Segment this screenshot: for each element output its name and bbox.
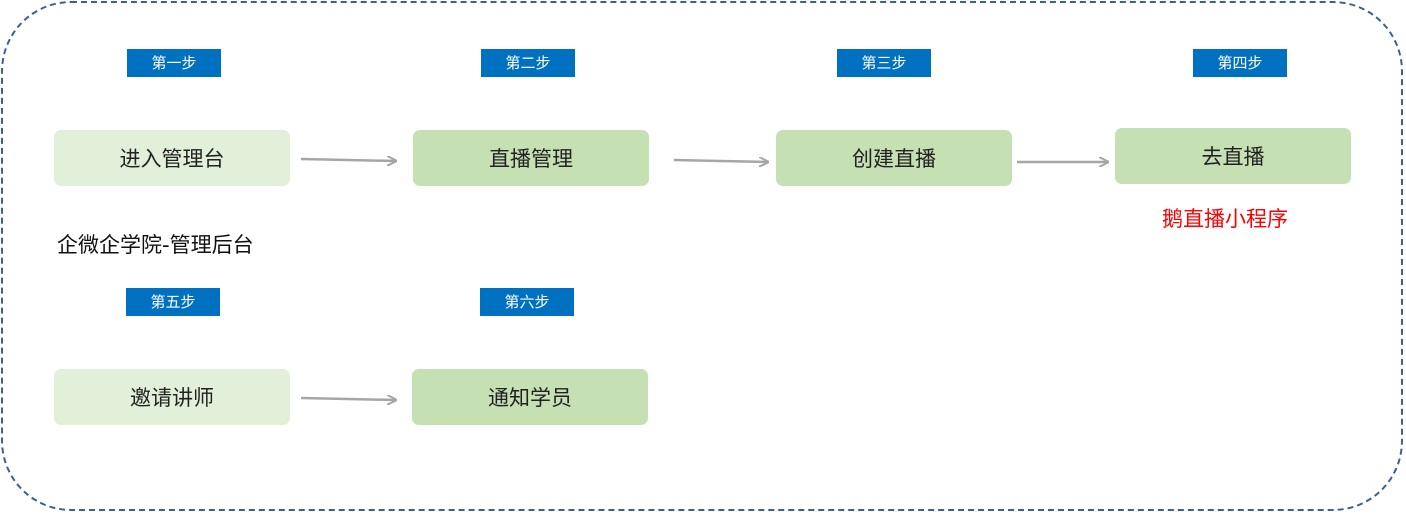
arrow-1-to-2 bbox=[300, 159, 396, 161]
arrow-2-to-3 bbox=[673, 160, 768, 162]
caption-mini-program: 鹅直播小程序 bbox=[1162, 207, 1288, 231]
node-create-live: 创建直播 bbox=[776, 130, 1012, 186]
arrow-5-to-6 bbox=[300, 398, 396, 400]
step-tag-1: 第一步 bbox=[127, 49, 221, 77]
node-invite-lecturer: 邀请讲师 bbox=[54, 369, 290, 425]
step-tag-6: 第六步 bbox=[480, 288, 574, 316]
step-tag-5: 第五步 bbox=[126, 288, 220, 316]
node-enter-console: 进入管理台 bbox=[54, 130, 290, 186]
step-tag-2: 第二步 bbox=[481, 49, 575, 77]
node-go-live: 去直播 bbox=[1115, 128, 1351, 184]
step-tag-4: 第四步 bbox=[1193, 49, 1287, 77]
step-tag-3: 第三步 bbox=[837, 49, 931, 77]
node-live-management: 直播管理 bbox=[413, 130, 649, 186]
caption-console-name: 企微企学院-管理后台 bbox=[57, 233, 254, 257]
node-notify-students: 通知学员 bbox=[412, 369, 648, 425]
